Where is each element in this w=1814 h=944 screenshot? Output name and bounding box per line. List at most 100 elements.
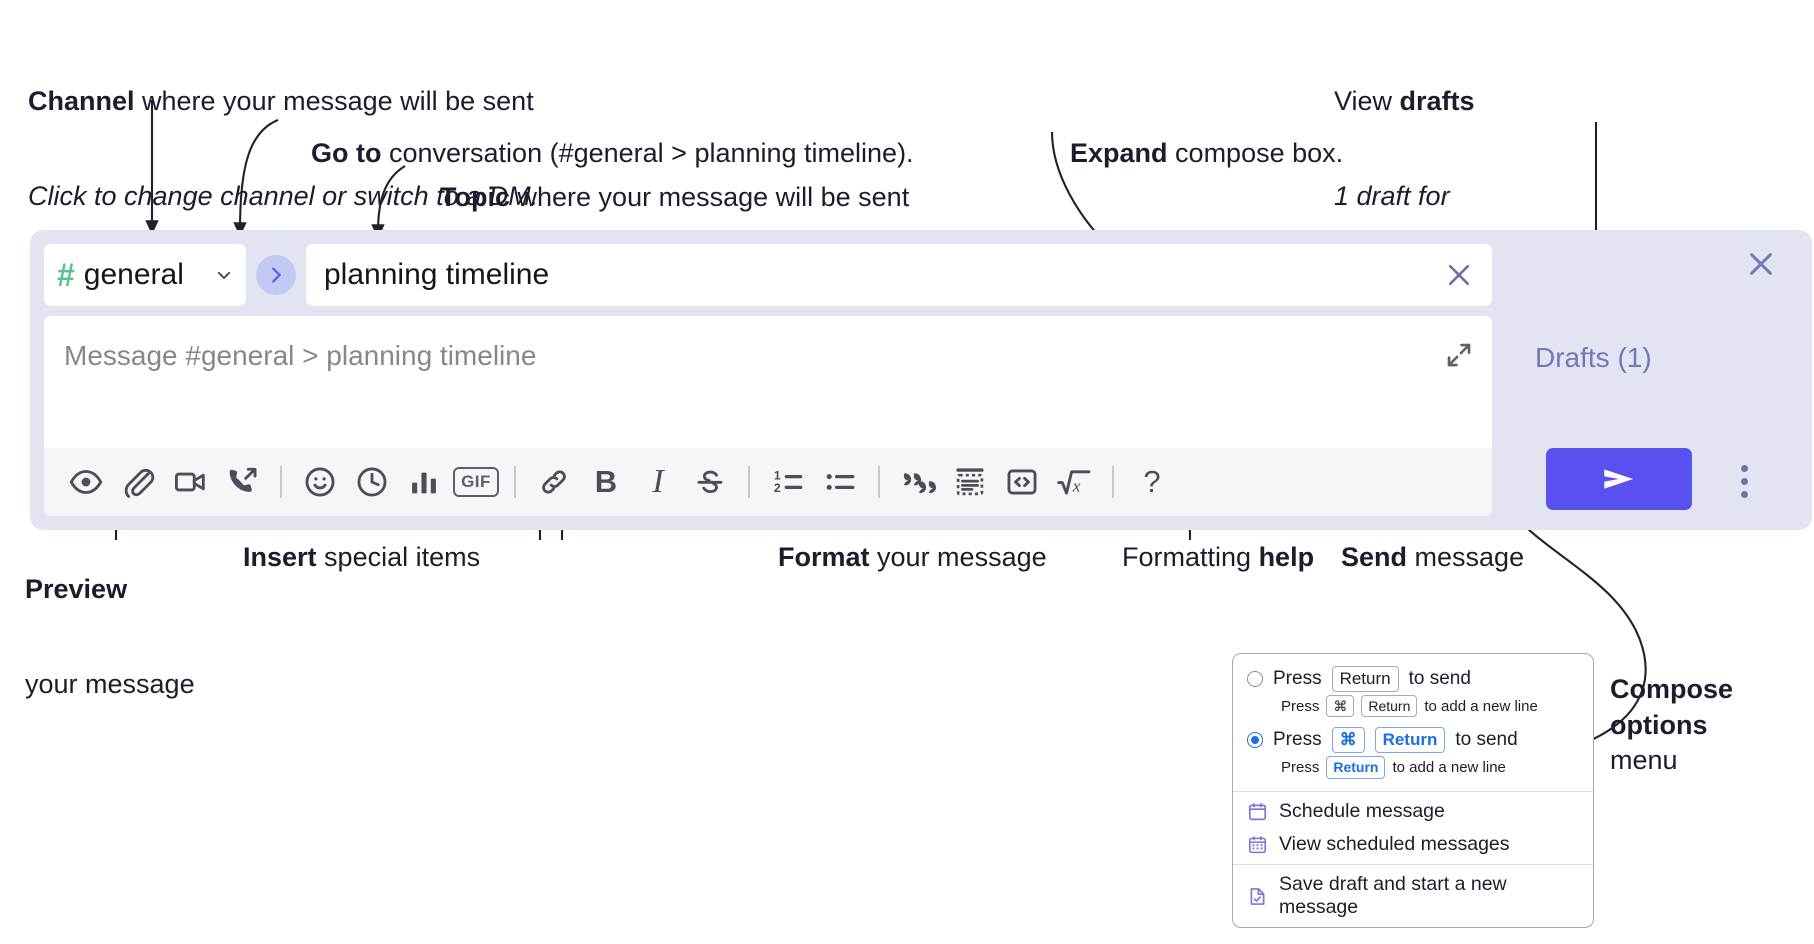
key-return: Return [1361, 695, 1418, 718]
bulleted-list-icon[interactable] [814, 456, 866, 508]
key-return: Return [1326, 756, 1386, 779]
code-block-icon[interactable] [944, 456, 996, 508]
menu-item-schedule-message[interactable]: Schedule message [1233, 792, 1593, 831]
gif-icon[interactable]: GIF [450, 456, 502, 508]
annotation-insert: Insert special items [213, 510, 480, 606]
menu-item-view-scheduled[interactable]: View scheduled messages [1233, 831, 1593, 864]
preview-icon[interactable] [60, 456, 112, 508]
annotation-goto: Go to conversation (#general > planning … [281, 106, 914, 202]
menu-divider [1233, 790, 1593, 792]
annotation-format: Format your message [748, 510, 1047, 606]
save-draft-icon [1250, 887, 1265, 905]
send-button[interactable] [1546, 448, 1692, 510]
blockquote-icon[interactable] [892, 456, 944, 508]
compose-header-row: # general planning timeline [44, 244, 1492, 306]
send-option-return-sub: Press ⌘ Return to add a new line [1281, 695, 1579, 718]
sub-suffix: to add a new line [1392, 758, 1506, 776]
italic-icon[interactable]: I [632, 456, 684, 508]
inline-code-icon[interactable] [996, 456, 1048, 508]
annotation-expand-bold: Expand [1070, 137, 1168, 168]
annotation-channel-bold: Channel [28, 85, 135, 116]
annotation-send-bold: Send [1341, 541, 1408, 572]
menu-item-label: Schedule message [1279, 799, 1445, 822]
kebab-dot [1740, 490, 1748, 498]
annotation-drafts-bold: drafts [1399, 85, 1475, 116]
annotation-goto-rest: conversation (#general > planning timeli… [381, 137, 914, 168]
latex-icon[interactable]: x [1048, 456, 1100, 508]
chevron-down-icon [217, 271, 231, 279]
annotation-channel-rest: where your message will be sent [134, 85, 534, 116]
send-shortcut-options: Press Return to send Press ⌘ Return to a… [1233, 654, 1593, 791]
drafts-link[interactable]: Drafts (1) [1535, 342, 1652, 373]
sub-prefix: Press [1281, 697, 1320, 715]
annotation-format-rest: your message [869, 541, 1047, 572]
annotation-goto-bold: Go to [311, 137, 382, 168]
calendar-grid-icon [1249, 835, 1266, 854]
annotation-format-bold: Format [778, 541, 870, 572]
clear-topic-icon[interactable] [1444, 260, 1474, 290]
svg-text:2: 2 [774, 481, 781, 495]
close-icon[interactable] [1745, 248, 1777, 280]
call-icon[interactable] [216, 456, 268, 508]
menu-item-label: Save draft and start a new message [1279, 873, 1507, 919]
annotation-compose-options: Compose options menu [1610, 672, 1733, 779]
expand-icon[interactable] [1444, 340, 1474, 370]
key-return: Return [1374, 727, 1446, 754]
bold-icon[interactable]: B [580, 456, 632, 508]
annotation-compose-line2: options [1610, 709, 1708, 740]
send-option-cmd-return[interactable]: Press ⌘ Return to send [1247, 727, 1579, 754]
svg-text:x: x [1072, 477, 1081, 496]
annotation-preview-line2: your message [25, 669, 195, 700]
annotation-send-rest: message [1407, 541, 1525, 572]
emoji-icon[interactable] [294, 456, 346, 508]
formatting-toolbar: GIF B I [44, 448, 1492, 516]
kebab-dot [1740, 477, 1748, 485]
goto-conversation-button[interactable] [256, 255, 296, 295]
clock-icon[interactable] [346, 456, 398, 508]
sub-prefix: Press [1281, 758, 1320, 776]
annotation-topic: Topic where your message will be sent [410, 150, 909, 246]
annotation-preview-bold: Preview [25, 573, 128, 604]
annotation-insert-rest: special items [316, 541, 481, 572]
help-icon[interactable]: ? [1126, 456, 1178, 508]
channel-selector[interactable]: # general [44, 244, 246, 306]
annotation-drafts-sub1: 1 draft for [1334, 181, 1450, 212]
annotation-fmthelp-bold: help [1258, 541, 1315, 572]
video-icon[interactable] [164, 456, 216, 508]
hash-icon: # [57, 257, 75, 293]
send-option-return[interactable]: Press Return to send [1247, 666, 1579, 693]
bold-label: B [594, 464, 618, 499]
menu-divider [1233, 863, 1593, 866]
toolbar-separator [878, 466, 880, 498]
send-option-cmd-return-sub: Press Return to add a new line [1281, 756, 1579, 779]
strikethrough-icon[interactable] [684, 456, 736, 508]
topic-input[interactable]: planning timeline [306, 244, 1492, 306]
toolbar-separator [1112, 466, 1114, 498]
channel-name-label: general [83, 258, 184, 291]
key-command: ⌘ [1331, 727, 1365, 754]
annotation-drafts-plain: View [1334, 85, 1400, 116]
key-command: ⌘ [1326, 695, 1355, 718]
link-icon[interactable] [528, 456, 580, 508]
attachment-icon[interactable] [112, 456, 164, 508]
ordered-list-icon[interactable]: 1 2 [762, 456, 814, 508]
annotation-compose-line3: menu [1610, 745, 1678, 776]
annotation-insert-bold: Insert [243, 541, 317, 572]
toolbar-separator [514, 466, 516, 498]
radio-selected[interactable] [1247, 732, 1263, 749]
gif-label: GIF [453, 467, 499, 497]
radio-unselected[interactable] [1247, 671, 1263, 688]
toolbar-separator [280, 466, 282, 498]
kebab-dot [1740, 464, 1748, 472]
italic-label: I [652, 463, 664, 500]
message-input-box[interactable]: Message #general > planning timeline [44, 316, 1492, 516]
send-option-suffix: to send [1408, 668, 1471, 690]
compose-options-button[interactable] [1735, 455, 1753, 507]
annotation-topic-rest: where your message will be sent [510, 181, 910, 212]
menu-item-save-draft[interactable]: Save draft and start a new message [1233, 865, 1593, 927]
help-label: ? [1143, 464, 1161, 499]
svg-text:1: 1 [774, 468, 781, 482]
sub-suffix: to add a new line [1424, 697, 1538, 715]
poll-icon[interactable] [398, 456, 450, 508]
